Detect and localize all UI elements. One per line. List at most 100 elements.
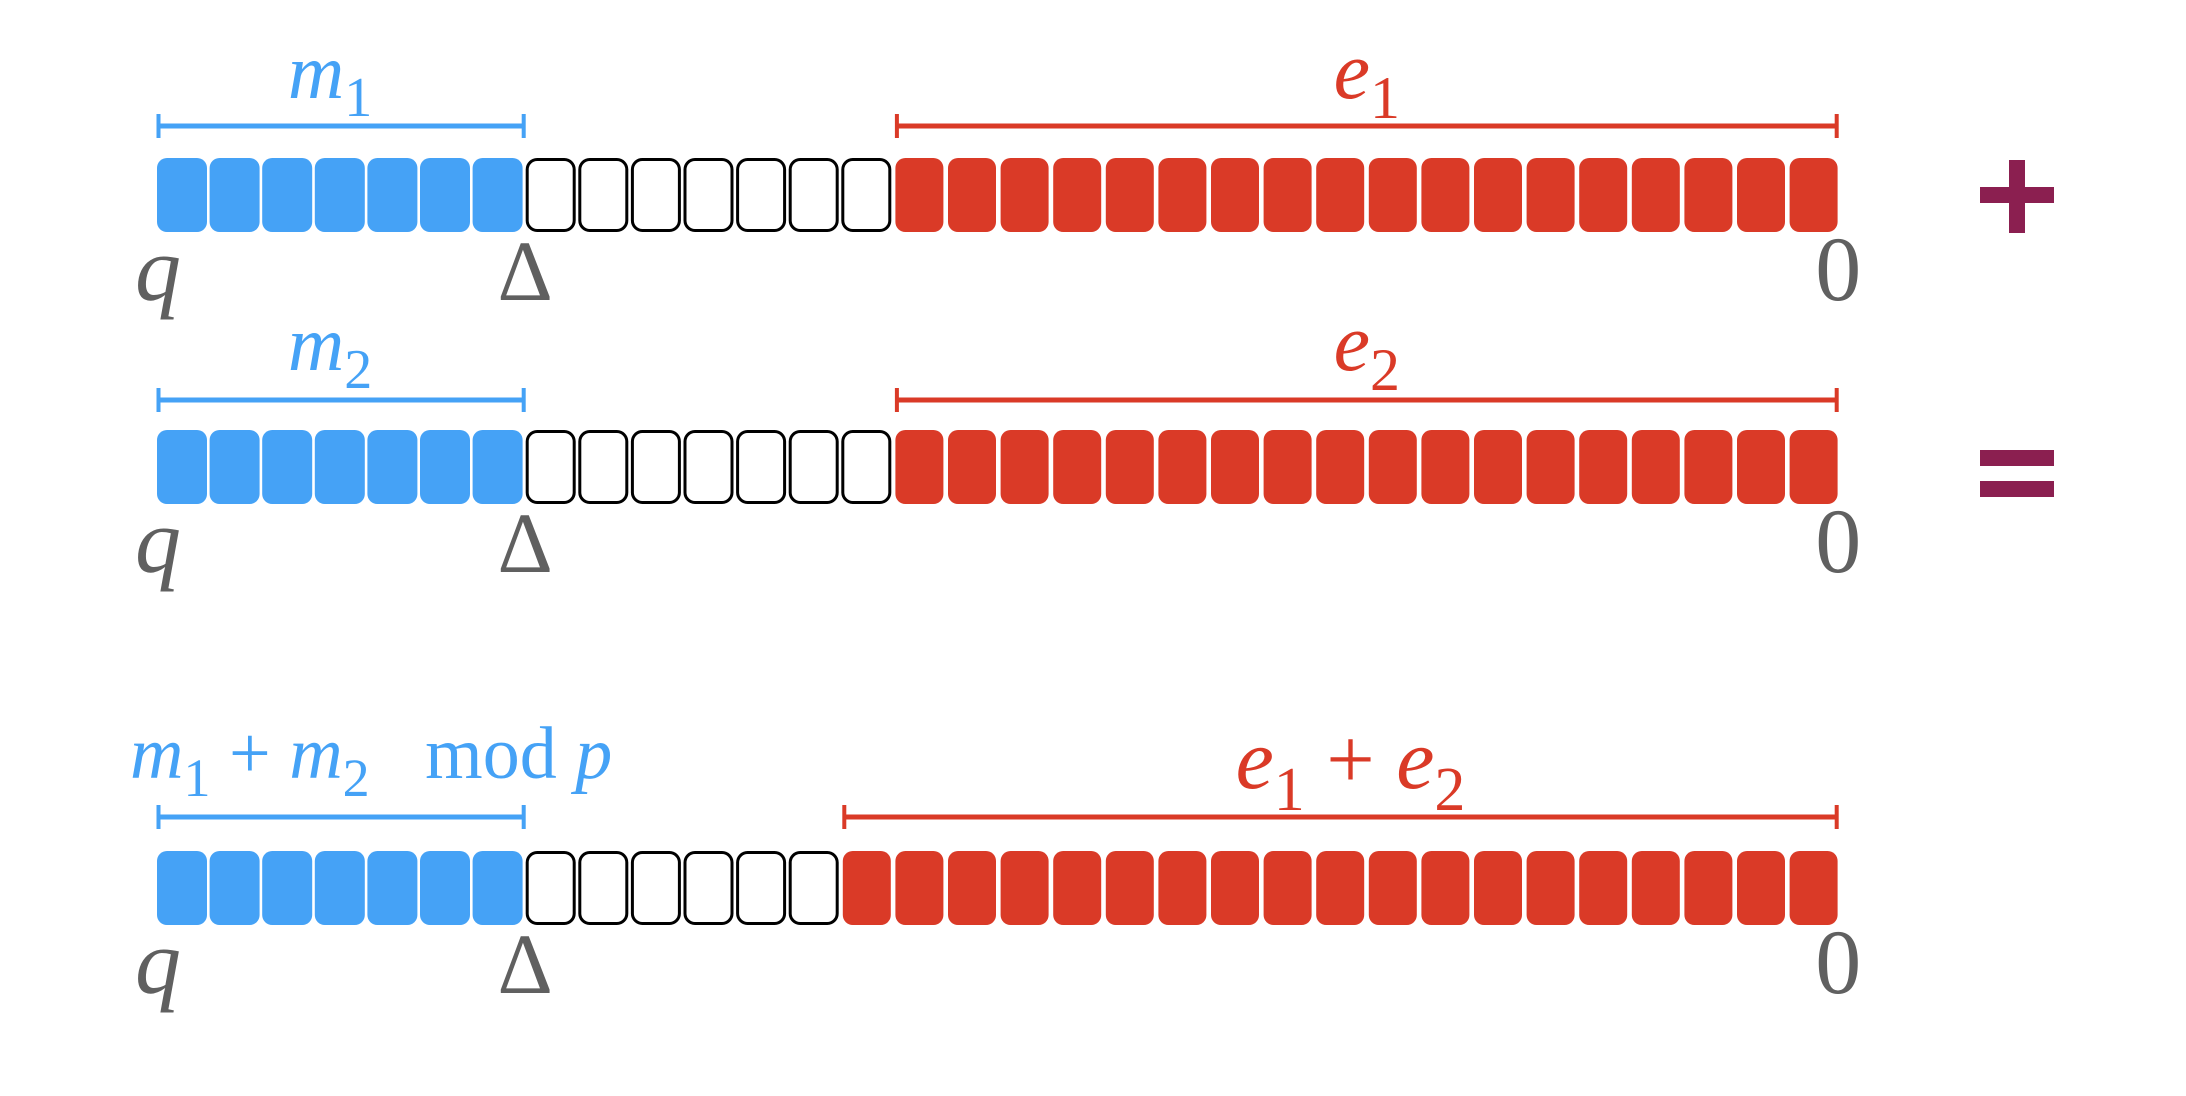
message-label: m2 (288, 300, 372, 401)
error-cell (1631, 430, 1680, 504)
error-cell (1053, 851, 1102, 925)
delta-label: Δ (498, 223, 553, 319)
modulus-q-label: q (135, 218, 181, 320)
plus-vertical-bar (2009, 160, 2025, 233)
error-cell (1526, 158, 1575, 232)
equals-operator-icon (1980, 450, 2054, 497)
message-cell (314, 430, 365, 504)
message-cell (314, 851, 365, 925)
empty-cell (630, 851, 681, 925)
delta-label: Δ (498, 916, 553, 1012)
empty-cell (736, 851, 787, 925)
message-cell (472, 851, 523, 925)
error-cell (1474, 851, 1522, 925)
error-label: e2 (1334, 297, 1400, 403)
error-sum-label: e1 + e2 (1236, 711, 1466, 824)
modulus-q-label: q (135, 490, 181, 592)
error-cell (1368, 158, 1417, 232)
error-cell (1053, 158, 1102, 232)
ciphertext-row-ciphertext-2: m2 e2 q Δ 0 (135, 297, 1861, 592)
error-cell (1526, 430, 1575, 504)
error-cell (1631, 158, 1680, 232)
zero-label: 0 (1815, 490, 1861, 592)
empty-cell (683, 158, 734, 232)
error-cell (1684, 430, 1733, 504)
empty-cell (578, 851, 629, 925)
delta-label: Δ (498, 495, 553, 591)
error-cell (1316, 851, 1365, 925)
error-cell (1158, 430, 1207, 504)
empty-cell (630, 430, 681, 504)
message-bracket (156, 805, 526, 829)
error-cell (895, 158, 944, 232)
error-cell (1368, 851, 1417, 925)
error-cell (1737, 851, 1785, 925)
plus-operator-icon (1980, 160, 2054, 233)
error-cell (1421, 430, 1470, 504)
message-label: m1 (288, 28, 372, 129)
empty-cell (578, 430, 629, 504)
error-cell (1263, 158, 1312, 232)
message-cell (367, 158, 418, 232)
empty-cell (525, 851, 576, 925)
message-bracket (156, 114, 526, 138)
error-label: e1 (1334, 25, 1400, 131)
message-cell (157, 851, 207, 925)
empty-cell (736, 430, 787, 504)
error-cell (1000, 158, 1049, 232)
error-cell (1000, 430, 1049, 504)
message-cell (262, 430, 313, 504)
error-cell (1421, 851, 1470, 925)
error-cell (1737, 430, 1785, 504)
empty-cell (578, 158, 629, 232)
error-cell (1368, 430, 1417, 504)
error-cell (1000, 851, 1049, 925)
error-cell (1631, 851, 1680, 925)
empty-cell (683, 430, 734, 504)
message-cell (209, 158, 260, 232)
message-cell (262, 851, 313, 925)
error-cell (1316, 430, 1365, 504)
error-cell (1053, 430, 1102, 504)
error-cell (1737, 158, 1785, 232)
error-cell (1789, 430, 1838, 504)
empty-cell (736, 158, 787, 232)
error-cell (1789, 158, 1838, 232)
error-cell (842, 851, 891, 925)
empty-cell (788, 430, 839, 504)
message-sum-label: m1 + m2 mod p (130, 713, 612, 808)
error-cell (1579, 430, 1628, 504)
error-cell (1789, 851, 1838, 925)
empty-cell (630, 158, 681, 232)
equals-bottom-bar (1980, 481, 2054, 497)
message-cell (367, 430, 418, 504)
message-cell (209, 851, 260, 925)
error-cell (1579, 158, 1628, 232)
error-cell (1263, 430, 1312, 504)
message-cell (472, 430, 523, 504)
message-cell (420, 158, 470, 232)
error-cell (1421, 158, 1470, 232)
error-cell (1105, 158, 1154, 232)
error-bracket (894, 388, 1839, 412)
empty-cell (525, 430, 576, 504)
zero-label: 0 (1815, 911, 1861, 1013)
message-cell (262, 158, 313, 232)
empty-cell (788, 851, 839, 925)
ciphertext-row-ciphertext-1: m1 e1 q Δ 0 (135, 25, 1861, 320)
error-cell (1211, 430, 1259, 504)
message-cell (367, 851, 418, 925)
empty-cell (788, 158, 839, 232)
message-cell (209, 430, 260, 504)
zero-label: 0 (1815, 218, 1861, 320)
error-cell (948, 158, 996, 232)
error-cell (1263, 851, 1312, 925)
modulus-q-label: q (135, 911, 181, 1013)
error-cell (1474, 158, 1522, 232)
error-cell (1474, 430, 1522, 504)
error-cell (895, 430, 944, 504)
message-cell (420, 851, 470, 925)
error-cell (1211, 851, 1259, 925)
empty-cell (841, 158, 892, 232)
